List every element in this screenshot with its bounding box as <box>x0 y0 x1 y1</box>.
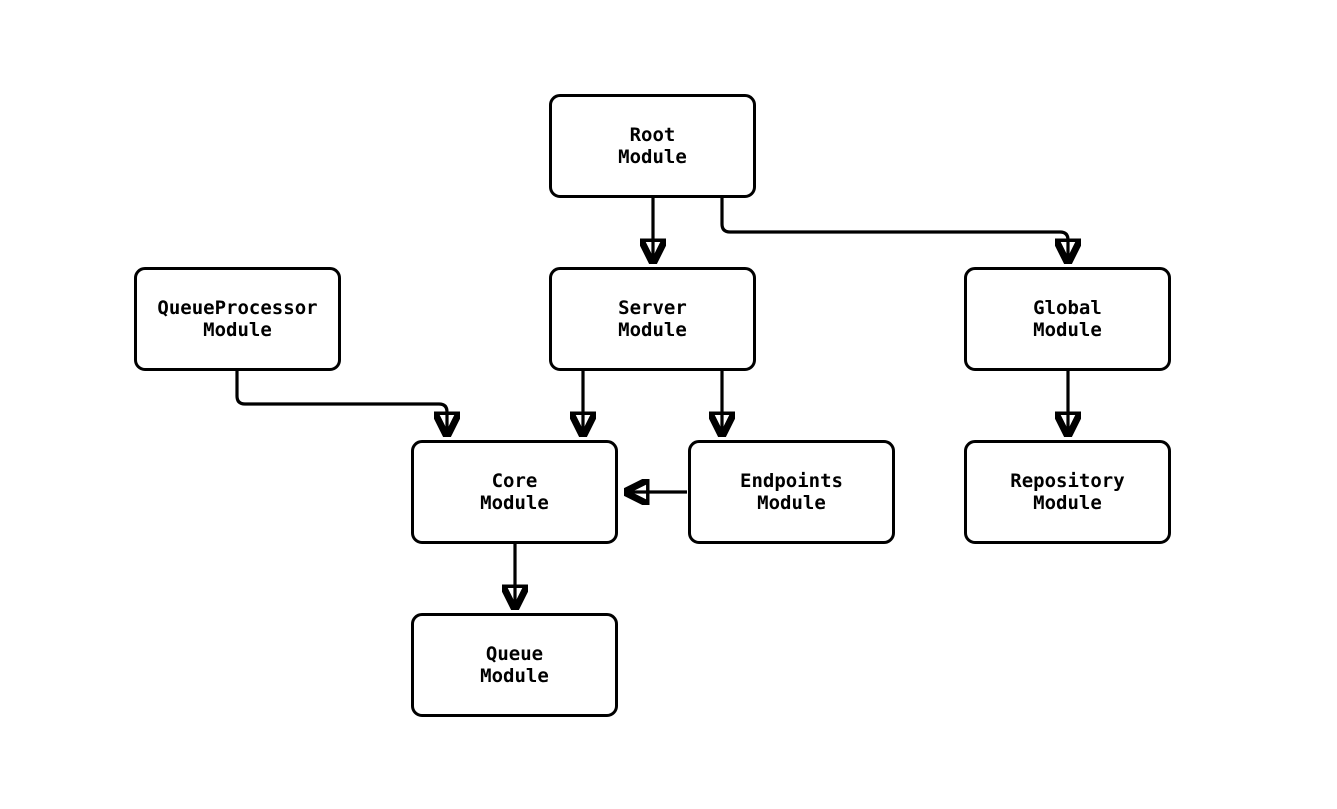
node-server-module-label: Server Module <box>618 296 687 341</box>
node-core-module-label: Core Module <box>480 469 549 514</box>
node-queueprocessor-module: QueueProcessor Module <box>134 267 341 371</box>
node-root-module: Root Module <box>549 94 756 198</box>
node-repository-module: Repository Module <box>964 440 1171 544</box>
node-core-module: Core Module <box>411 440 618 544</box>
node-endpoints-module-label: Endpoints Module <box>740 469 843 514</box>
node-queue-module: Queue Module <box>411 613 618 717</box>
node-queue-module-label: Queue Module <box>480 642 549 687</box>
edge-queueprocessor-to-core <box>235 371 447 435</box>
node-server-module: Server Module <box>549 267 756 371</box>
node-repository-module-label: Repository Module <box>1010 469 1125 514</box>
node-root-module-label: Root Module <box>618 123 687 168</box>
node-global-module-label: Global Module <box>1033 296 1102 341</box>
node-global-module: Global Module <box>964 267 1171 371</box>
node-endpoints-module: Endpoints Module <box>688 440 895 544</box>
node-queueprocessor-module-label: QueueProcessor Module <box>157 296 318 341</box>
edge-root-to-global <box>720 198 1068 262</box>
